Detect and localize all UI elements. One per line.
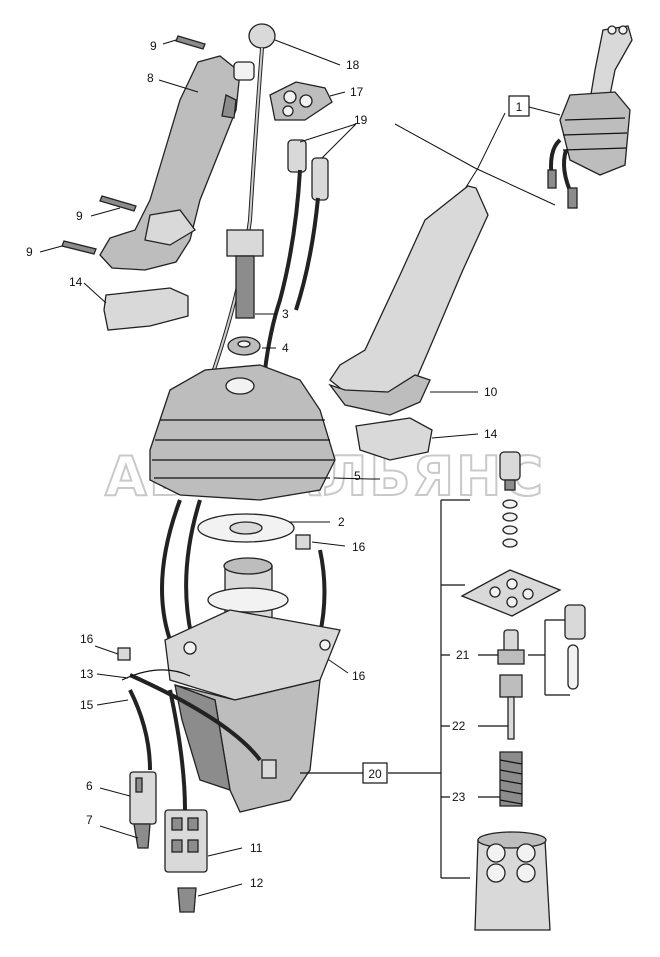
plunger-and-seals — [499, 451, 521, 548]
grommet-part-18 — [248, 23, 276, 49]
callout-1: 1 — [516, 100, 523, 114]
inset-divider-line — [394, 123, 556, 206]
callout-15: 15 — [80, 698, 94, 712]
callout-17: 17 — [350, 85, 364, 99]
callout-9c: 9 — [26, 245, 33, 259]
callout-10: 10 — [484, 385, 498, 399]
connector-part-11 — [164, 809, 208, 873]
callout-9b: 9 — [76, 209, 83, 223]
stem-part-22 — [499, 674, 523, 740]
callout-8: 8 — [147, 71, 154, 85]
callout-4: 4 — [282, 341, 289, 355]
callout-box-20 — [362, 762, 388, 784]
callout-2: 2 — [338, 515, 345, 529]
joystick-assembly-inset — [547, 25, 633, 209]
callout-11: 11 — [250, 841, 263, 855]
inset-leader — [528, 106, 561, 116]
valve-body — [474, 839, 551, 931]
kit-20-bracket — [440, 499, 470, 879]
callout-3: 3 — [282, 307, 289, 321]
callout-16c: 16 — [352, 669, 366, 683]
callout-19: 19 — [354, 113, 368, 127]
bolt-part-3 — [226, 229, 264, 319]
callout-18: 18 — [346, 58, 360, 72]
valve-plate — [460, 569, 562, 617]
callout-12: 12 — [250, 876, 264, 890]
callout-22: 22 — [452, 719, 466, 733]
block-part-14-left — [103, 287, 189, 331]
callout-16a: 16 — [352, 540, 366, 554]
handle-shell-part-8 — [99, 55, 255, 271]
callout-13: 13 — [80, 667, 94, 681]
callout-14b: 14 — [484, 427, 498, 441]
callout-23: 23 — [452, 790, 466, 804]
block-part-14-right — [355, 417, 433, 461]
connector-part-6 — [129, 771, 157, 825]
callout-9a: 9 — [150, 39, 157, 53]
terminal-part-7 — [133, 823, 151, 849]
clip-part-12 — [177, 887, 197, 913]
plugs-part-19 — [287, 139, 329, 201]
callout-7: 7 — [86, 813, 93, 827]
callout-16b: 16 — [80, 632, 94, 646]
callout-21: 21 — [456, 648, 470, 662]
callout-box-1 — [508, 95, 530, 117]
callout-6: 6 — [86, 779, 93, 793]
bolts-part-9 — [61, 35, 206, 255]
grip-part-10 — [329, 185, 489, 396]
callout-5: 5 — [354, 469, 361, 483]
callout-20: 20 — [368, 767, 382, 781]
callout-14a: 14 — [69, 275, 83, 289]
valve-part-21 — [497, 604, 586, 690]
boot-part-5 — [149, 364, 336, 501]
inset-pointer-line — [457, 112, 506, 201]
